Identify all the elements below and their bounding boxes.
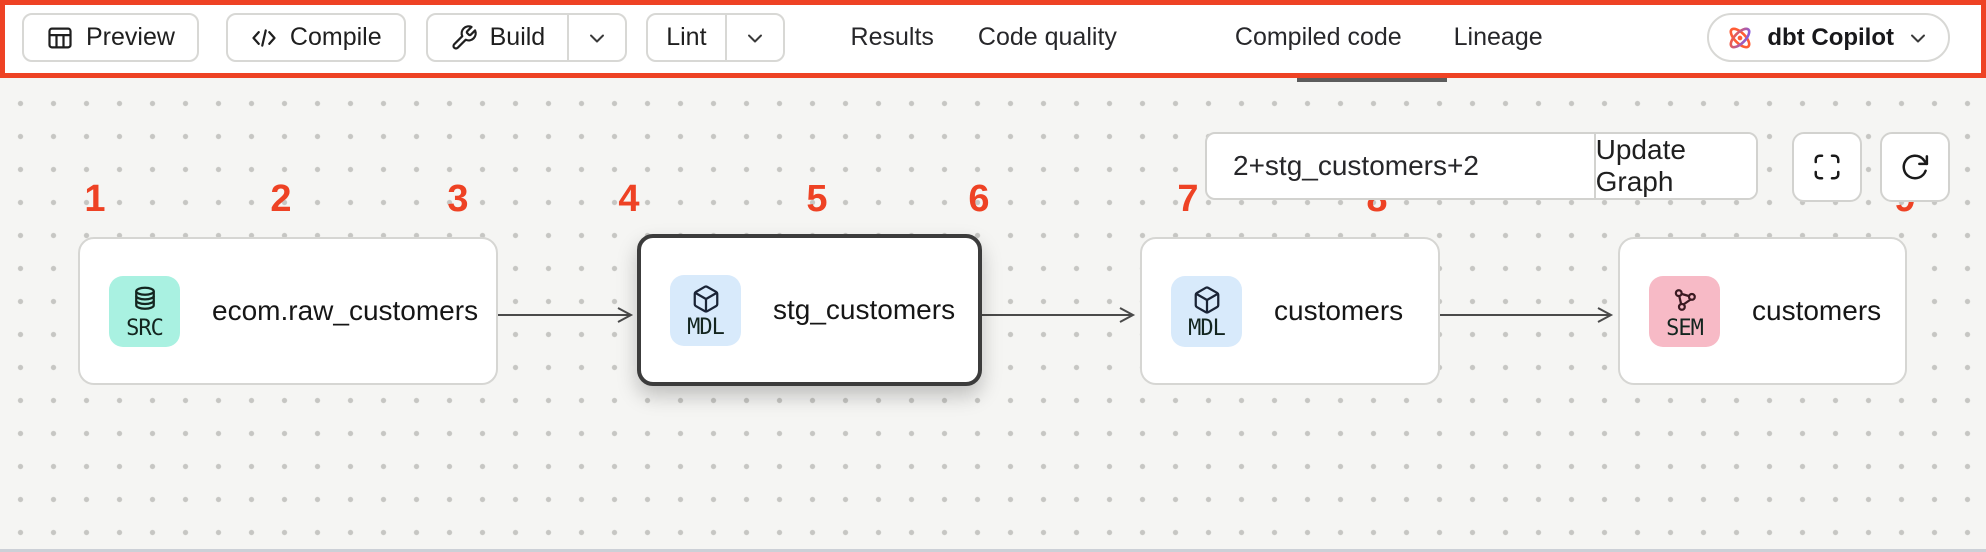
- compile-button-label: Compile: [289, 23, 382, 51]
- tab-compiled-code[interactable]: Compiled code: [1234, 23, 1402, 51]
- refresh-button[interactable]: [1880, 132, 1950, 202]
- compile-button[interactable]: Compile: [225, 13, 406, 62]
- lint-dropdown-toggle[interactable]: [727, 15, 783, 60]
- build-dropdown-toggle[interactable]: [569, 15, 625, 60]
- lineage-node-source[interactable]: SRC ecom.raw_customers: [78, 237, 498, 385]
- semantic-model-icon: [1670, 285, 1700, 315]
- lineage-node-customers-model[interactable]: MDL customers: [1140, 237, 1440, 385]
- semantic-badge: SEM: [1649, 275, 1720, 347]
- table-icon: [46, 24, 74, 52]
- chevron-down-icon: [585, 26, 609, 50]
- build-button-label: Build: [489, 23, 546, 51]
- node-type-label: SEM: [1666, 316, 1704, 341]
- dbt-copilot-label: dbt Copilot: [1767, 23, 1894, 51]
- node-type-label: SRC: [126, 316, 164, 341]
- tab-results[interactable]: Results: [850, 23, 934, 51]
- update-graph-button[interactable]: Update Graph: [1595, 134, 1756, 198]
- fullscreen-button[interactable]: [1792, 132, 1862, 202]
- tab-lineage[interactable]: Lineage: [1453, 23, 1543, 51]
- chevron-down-icon: [743, 26, 767, 50]
- result-tabs: Results Code quality Compiled code Linea…: [785, 13, 1543, 62]
- node-label: stg_customers: [773, 294, 956, 325]
- build-button[interactable]: Build: [428, 15, 568, 60]
- preview-button-label: Preview: [86, 23, 175, 51]
- lint-split-divider: [724, 15, 727, 60]
- fullscreen-icon: [1812, 152, 1842, 182]
- annotation-number-7: 7: [1177, 178, 1199, 220]
- dbt-copilot-button[interactable]: dbt Copilot: [1707, 13, 1950, 62]
- lint-button[interactable]: Lint: [648, 15, 724, 60]
- annotation-number-4: 4: [618, 178, 640, 220]
- selector-divider: [1594, 134, 1596, 198]
- cube-icon: [1192, 285, 1222, 315]
- cube-icon: [691, 284, 721, 314]
- lint-button-label: Lint: [666, 23, 707, 51]
- model-badge: MDL: [1171, 275, 1242, 347]
- node-type-label: MDL: [1188, 316, 1226, 341]
- wrench-icon: [450, 24, 478, 52]
- build-split-divider: [567, 15, 570, 60]
- dbt-copilot-icon: [1725, 23, 1755, 53]
- node-label: customers: [1274, 295, 1404, 326]
- database-icon: [130, 285, 160, 315]
- model-badge: MDL: [670, 274, 741, 346]
- lineage-canvas[interactable]: 1 2 3 4 5 6 7 8 9 Update Graph: [0, 78, 1986, 549]
- lineage-node-stg-customers[interactable]: MDL stg_customers: [637, 234, 982, 386]
- lineage-selector-box: Update Graph: [1205, 132, 1758, 200]
- node-type-label: MDL: [687, 315, 725, 340]
- tab-code-quality[interactable]: Code quality: [977, 23, 1117, 51]
- node-label: customers: [1752, 295, 1882, 326]
- node-label: ecom.raw_customers: [212, 295, 479, 326]
- lint-split-button: Lint: [646, 13, 785, 62]
- active-tab-underline: [1297, 75, 1447, 82]
- refresh-icon: [1900, 152, 1930, 182]
- chevron-down-icon: [1906, 26, 1930, 50]
- annotation-number-6: 6: [968, 178, 990, 220]
- build-split-button: Build: [425, 13, 628, 62]
- source-badge: SRC: [109, 275, 180, 347]
- annotation-number-2: 2: [270, 178, 292, 220]
- preview-button[interactable]: Preview: [22, 13, 199, 62]
- editor-toolbar: Preview Compile: [0, 0, 1986, 78]
- code-icon: [250, 24, 278, 52]
- annotation-number-3: 3: [447, 178, 469, 220]
- annotation-number-1: 1: [84, 178, 106, 220]
- lineage-node-customers-semantic[interactable]: SEM customers: [1618, 237, 1907, 385]
- lineage-selector-input[interactable]: [1207, 134, 1594, 198]
- bottom-panel-edge: [0, 549, 1986, 552]
- annotation-number-5: 5: [806, 178, 828, 220]
